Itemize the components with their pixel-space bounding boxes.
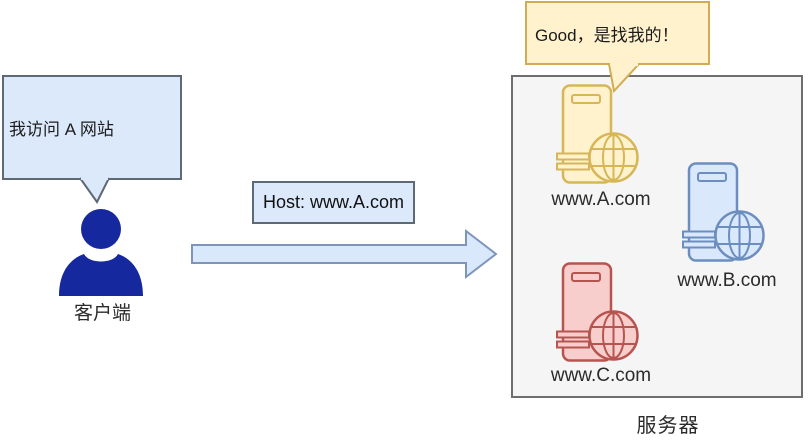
server-speech-bubble-tail <box>608 63 640 93</box>
server-bar <box>682 240 716 249</box>
globe-icon <box>588 132 639 183</box>
server-bar <box>556 330 590 339</box>
server-slot <box>571 94 601 104</box>
person-head <box>81 209 121 249</box>
server-a-icon <box>556 84 639 184</box>
server-c-icon <box>556 262 639 362</box>
server-slot <box>571 272 601 282</box>
server-speech-bubble-text: Good，是找我的！ <box>535 25 679 45</box>
client-speech-bubble-text: 我访问 A 网站 <box>9 120 114 139</box>
server-bar <box>556 340 590 349</box>
client-person-icon <box>59 209 143 296</box>
client-label: 客户端 <box>73 303 131 324</box>
server-b-icon <box>682 162 765 262</box>
server-slot <box>697 172 727 182</box>
person-body <box>59 254 143 296</box>
server-group-label: 服务器 <box>636 415 700 437</box>
server-c-label: www.C.com <box>550 365 652 386</box>
request-arrow-icon <box>191 228 498 280</box>
globe-icon <box>714 210 765 261</box>
server-speech-bubble: Good，是找我的！ <box>525 1 710 65</box>
server-a-label: www.A.com <box>551 189 651 210</box>
client-speech-bubble-tail <box>79 177 110 204</box>
globe-icon <box>588 310 639 361</box>
host-header-text: Host: www.A.com <box>262 192 405 212</box>
client-speech-bubble: 我访问 A 网站 <box>2 75 182 180</box>
host-header-box: Host: www.A.com <box>252 181 415 224</box>
server-bar <box>556 152 590 161</box>
server-bar <box>682 230 716 239</box>
server-b-label: www.B.com <box>677 270 777 291</box>
server-bar <box>556 162 590 171</box>
